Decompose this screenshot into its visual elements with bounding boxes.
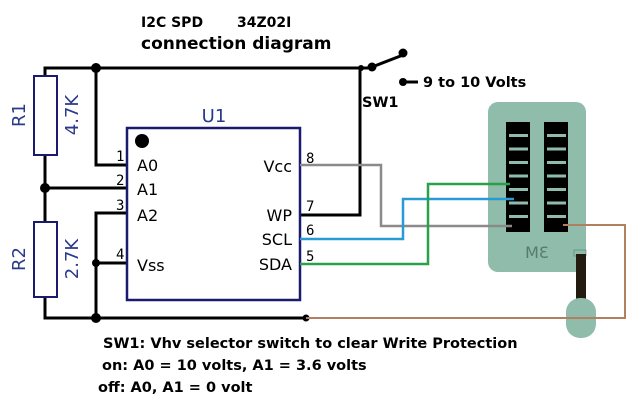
socket-slot	[509, 201, 528, 205]
supply-voltage-label: 9 to 10 Volts	[423, 75, 526, 91]
pin-number-8: 8	[306, 151, 314, 167]
socket-lever	[576, 254, 586, 301]
socket-slots	[509, 134, 566, 218]
pin-number-7: 7	[306, 199, 314, 215]
socket-slot	[509, 188, 528, 191]
pin-number-6: 6	[306, 223, 314, 239]
zif-socket: 3M	[488, 102, 596, 338]
socket-slot	[509, 161, 528, 164]
resistor-r1	[33, 75, 58, 156]
ic-body	[125, 126, 302, 302]
pin-name-vcc: Vcc	[263, 157, 292, 176]
pin-name-wp: WP	[267, 206, 293, 225]
note-line-2: on: A0 = 10 volts, A1 = 3.6 volts	[102, 358, 367, 374]
junctions	[40, 48, 408, 323]
socket-slot	[509, 174, 528, 178]
black-wires	[43, 53, 418, 320]
title-part-number: 34Z02I	[237, 15, 291, 31]
wire-vcc	[300, 163, 512, 228]
socket-slot	[509, 215, 528, 218]
wire-wp	[300, 68, 362, 217]
pin1-marker	[135, 134, 149, 148]
pin-name-vss: Vss	[137, 256, 165, 275]
junction-dot	[92, 259, 100, 267]
wire-sda	[300, 182, 510, 266]
ic-ref: U1	[202, 106, 227, 127]
pin-number-3: 3	[116, 198, 124, 214]
pin-name-scl: SCL	[262, 230, 292, 249]
socket-brand-label: 3M	[525, 243, 549, 262]
socket-slot	[509, 147, 528, 151]
junction-dot	[358, 65, 364, 71]
switch-ref: SW1	[362, 95, 399, 111]
wire-gnd	[306, 224, 626, 319]
socket-slot	[547, 188, 566, 191]
note-line-3: off: A0, A1 = 0 volt	[98, 380, 252, 396]
pin-name-a1: A1	[137, 180, 158, 199]
r1-ref: R1	[9, 103, 30, 127]
title-i2c-spd: I2C SPD	[141, 15, 203, 31]
switch-contact-supply	[399, 78, 407, 86]
junction-dot	[91, 313, 101, 323]
title-connection-diagram: connection diagram	[141, 34, 331, 54]
resistor-r2	[33, 221, 58, 298]
pin-number-1: 1	[116, 149, 124, 165]
junction-dot	[91, 63, 101, 73]
socket-slot	[547, 215, 566, 218]
switch-contact-open	[398, 48, 408, 58]
socket-slot	[509, 134, 528, 137]
r2-ref: R2	[9, 247, 30, 271]
wire-a2	[94, 211, 126, 318]
pin-number-4: 4	[116, 247, 124, 263]
socket-slot	[547, 201, 566, 205]
socket-slot	[547, 147, 566, 151]
pin-name-sda: SDA	[259, 255, 292, 274]
wire-scl	[300, 197, 514, 241]
wire-bottom-rail	[43, 297, 306, 320]
socket-slot	[547, 161, 566, 164]
pin-name-a0: A0	[137, 156, 158, 175]
wire-a0	[94, 68, 126, 167]
pin-number-5: 5	[306, 249, 314, 265]
switch-lever	[371, 53, 404, 69]
junction-dot	[40, 183, 50, 193]
r1-value: 4.7K	[62, 94, 83, 136]
socket-slot	[547, 174, 566, 178]
r2-value: 2.7K	[62, 238, 83, 280]
wire-top-rail	[43, 66, 368, 76]
note-line-1: SW1: Vhv selector switch to clear Write …	[103, 336, 518, 352]
switch-pivot	[367, 62, 377, 72]
socket-slot	[547, 134, 566, 137]
pin-number-2: 2	[116, 173, 124, 189]
pin-name-a2: A2	[137, 206, 158, 225]
